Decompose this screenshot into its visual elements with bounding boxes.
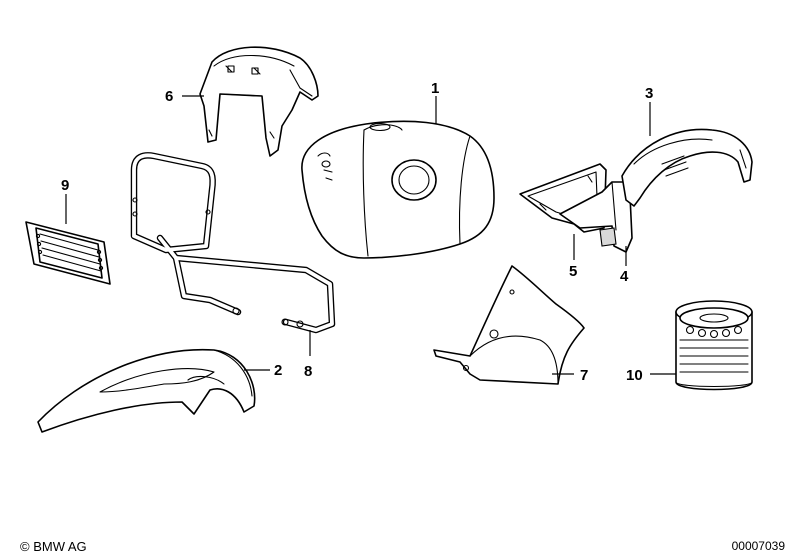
callout-9: 9 (61, 177, 69, 194)
callout-labels: 1 2 3 4 5 6 7 8 9 10 (61, 80, 653, 384)
part-6-fairing-cowl[interactable] (199, 46, 319, 157)
callout-3: 3 (645, 85, 653, 102)
callout-2: 2 (274, 362, 282, 379)
drawing-number: 00007039 (731, 539, 785, 553)
part-3-rear-mudguard[interactable] (621, 128, 753, 207)
copyright-symbol: © (20, 539, 30, 554)
copyright-notice: © BMW AG (20, 539, 87, 554)
callout-6: 6 (165, 88, 173, 105)
part-2-front-mudguard[interactable] (37, 348, 256, 433)
part-1-fuel-tank[interactable] (301, 120, 495, 259)
callout-4: 4 (620, 268, 629, 285)
callout-10: 10 (626, 367, 643, 384)
part-4-bracket[interactable] (559, 181, 633, 253)
callout-7: 7 (580, 367, 588, 384)
copyright-holder: BMW AG (33, 539, 87, 554)
callout-5: 5 (569, 263, 577, 280)
part-8-frame[interactable] (130, 152, 336, 334)
callout-1: 1 (431, 80, 439, 97)
part-10-oil-filter[interactable] (675, 300, 753, 391)
part-9-grille[interactable] (25, 221, 111, 285)
part-7-hugger[interactable] (433, 265, 585, 385)
leader-lines (65, 95, 676, 375)
callout-8: 8 (304, 363, 312, 380)
